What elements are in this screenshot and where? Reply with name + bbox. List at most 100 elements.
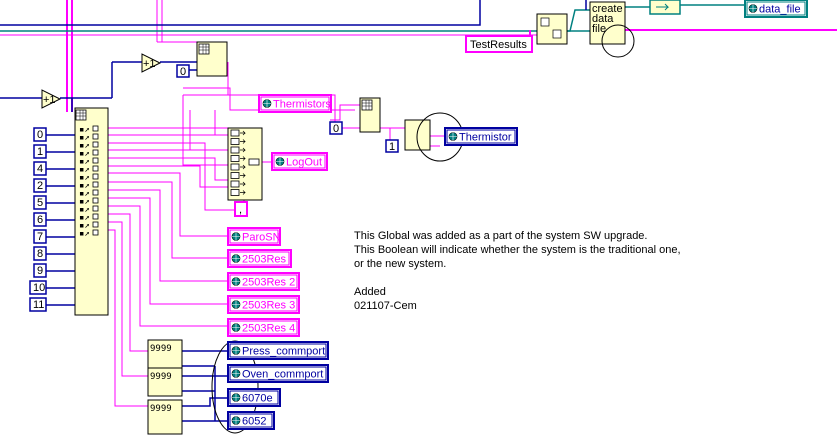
index-constant-11[interactable]: 11 bbox=[29, 297, 47, 312]
index-constant-1[interactable]: 1 bbox=[33, 144, 47, 159]
svg-text:8: 8 bbox=[37, 248, 43, 260]
svg-text:2503Res: 2503Res bbox=[242, 254, 287, 266]
constant-wires bbox=[46, 134, 75, 306]
svg-text:9: 9 bbox=[37, 265, 43, 277]
globe-icon bbox=[231, 323, 241, 332]
svg-text:Thermistor: Thermistor bbox=[459, 132, 512, 144]
index-constant-8[interactable]: 8 bbox=[33, 246, 47, 261]
globe-icon bbox=[275, 157, 285, 166]
globe-icon bbox=[748, 4, 758, 13]
index-constant-4[interactable]: 4 bbox=[33, 161, 47, 176]
global-6070e[interactable]: 6070e bbox=[227, 388, 281, 407]
svg-text:9999: 9999 bbox=[150, 344, 172, 354]
svg-text:10: 10 bbox=[33, 282, 45, 294]
build-array-terminals bbox=[230, 129, 260, 196]
globe-icon bbox=[231, 232, 241, 241]
svg-text:▪↗: ▪↗ bbox=[79, 221, 90, 231]
svg-text:11: 11 bbox=[33, 299, 44, 311]
index-constant-10[interactable]: 10 bbox=[29, 280, 47, 295]
svg-text:▪↗: ▪↗ bbox=[79, 181, 90, 191]
constant-one[interactable]: 1 bbox=[385, 139, 399, 153]
global-thermistors[interactable]: Thermistors bbox=[258, 94, 332, 113]
globe-icon bbox=[231, 300, 241, 309]
svg-text:+1: +1 bbox=[143, 58, 156, 70]
globe-icon bbox=[231, 416, 241, 425]
globe-icon bbox=[448, 132, 458, 141]
subvi-node[interactable] bbox=[536, 13, 568, 45]
string-constant-testresults[interactable]: TestResults bbox=[465, 35, 533, 53]
svg-text:+1: +1 bbox=[43, 94, 56, 106]
svg-text:6070e: 6070e bbox=[242, 393, 273, 405]
format-node-3[interactable]: 9999 bbox=[147, 399, 183, 435]
string-outputs-wires bbox=[182, 350, 228, 422]
global-thermistor[interactable]: Thermistor bbox=[444, 127, 518, 146]
global-2503res-3[interactable]: 2503Res 3 bbox=[227, 295, 300, 314]
svg-text:6: 6 bbox=[37, 214, 43, 226]
svg-text:9999: 9999 bbox=[150, 404, 172, 414]
constant-zero-b[interactable]: 0 bbox=[329, 121, 343, 135]
svg-text:2: 2 bbox=[37, 180, 43, 192]
globe-icon bbox=[231, 277, 241, 286]
globe-icon bbox=[231, 369, 241, 378]
svg-text:▪↗: ▪↗ bbox=[79, 173, 90, 183]
global-6052[interactable]: 6052 bbox=[227, 411, 275, 430]
svg-text:6052: 6052 bbox=[242, 416, 266, 428]
svg-text:2503Res 4: 2503Res 4 bbox=[242, 323, 295, 335]
svg-text:7: 7 bbox=[37, 231, 43, 243]
string-constant-comma[interactable]: , bbox=[234, 201, 248, 217]
index-constant-7[interactable]: 7 bbox=[33, 229, 47, 244]
svg-text:▪↗: ▪↗ bbox=[79, 229, 90, 239]
svg-text:data_file: data_file bbox=[759, 4, 801, 16]
index-constant-0[interactable]: 0 bbox=[33, 127, 47, 142]
constant-zero-a[interactable]: 0 bbox=[176, 64, 190, 78]
svg-text:1: 1 bbox=[389, 141, 395, 153]
svg-text:Oven_commport: Oven_commport bbox=[242, 369, 323, 381]
index-constant-5[interactable]: 5 bbox=[33, 195, 47, 210]
svg-text:0: 0 bbox=[180, 66, 186, 78]
svg-text:▪↗: ▪↗ bbox=[79, 197, 90, 207]
globe-icon bbox=[262, 99, 272, 108]
index-constant-9[interactable]: 9 bbox=[33, 263, 47, 278]
global-parosn[interactable]: ParoSN bbox=[227, 227, 281, 246]
svg-text:Press_commport: Press_commport bbox=[242, 346, 325, 358]
index-constant-6[interactable]: 6 bbox=[33, 212, 47, 227]
property-node[interactable] bbox=[649, 0, 681, 15]
global-2503res-4[interactable]: 2503Res 4 bbox=[227, 318, 300, 337]
global-data-file[interactable]: data_file bbox=[744, 0, 808, 18]
index-array-node-main[interactable] bbox=[74, 107, 109, 316]
index-constants: 0 1 4 2 5 6 7 8 9 10 11 bbox=[29, 127, 47, 312]
globe-icon bbox=[231, 346, 241, 355]
format-node-2[interactable]: 9999 bbox=[147, 367, 183, 397]
free-label-comment: This Global was added as a part of the s… bbox=[354, 230, 681, 312]
index-array-node-thermistor[interactable] bbox=[359, 97, 381, 133]
global-2503res-2[interactable]: 2503Res 2 bbox=[227, 272, 300, 291]
highlight-circle-top bbox=[601, 24, 635, 58]
global-2503res[interactable]: 2503Res bbox=[227, 249, 292, 268]
svg-text:,: , bbox=[239, 204, 242, 216]
svg-text:▪↗: ▪↗ bbox=[79, 141, 90, 151]
svg-text:▪↗: ▪↗ bbox=[79, 157, 90, 167]
svg-text:TestResults: TestResults bbox=[470, 39, 527, 51]
svg-text:9999: 9999 bbox=[150, 372, 172, 382]
create-data-file-node[interactable]: create data file bbox=[589, 1, 626, 45]
svg-text:2503Res 3: 2503Res 3 bbox=[242, 300, 295, 312]
global-oven-commport[interactable]: Oven_commport bbox=[227, 364, 329, 383]
global-press-commport[interactable]: Press_commport bbox=[227, 341, 329, 360]
top-wires bbox=[0, 0, 837, 112]
svg-text:▪↗: ▪↗ bbox=[79, 133, 90, 143]
index-constant-2[interactable]: 2 bbox=[33, 178, 47, 193]
index-wires bbox=[108, 127, 228, 407]
increment-node-b[interactable]: +1 bbox=[41, 89, 62, 109]
format-node-1[interactable]: 9999 bbox=[147, 339, 183, 369]
svg-text:LogOut: LogOut bbox=[286, 157, 322, 169]
global-logout[interactable]: LogOut bbox=[271, 152, 328, 171]
index-array-node-top[interactable] bbox=[196, 41, 228, 77]
create-data-file-label: create data file bbox=[592, 3, 626, 35]
svg-text:4: 4 bbox=[37, 163, 43, 175]
index-node-terminals: ▪↗▪↗▪↗▪↗▪↗▪↗▪↗▪↗▪↗▪↗▪↗▪↗▪↗▪↗ bbox=[79, 125, 99, 239]
svg-text:▪↗: ▪↗ bbox=[79, 125, 90, 135]
svg-text:▪↗: ▪↗ bbox=[79, 165, 90, 175]
increment-node-a[interactable]: +1 bbox=[141, 53, 162, 73]
